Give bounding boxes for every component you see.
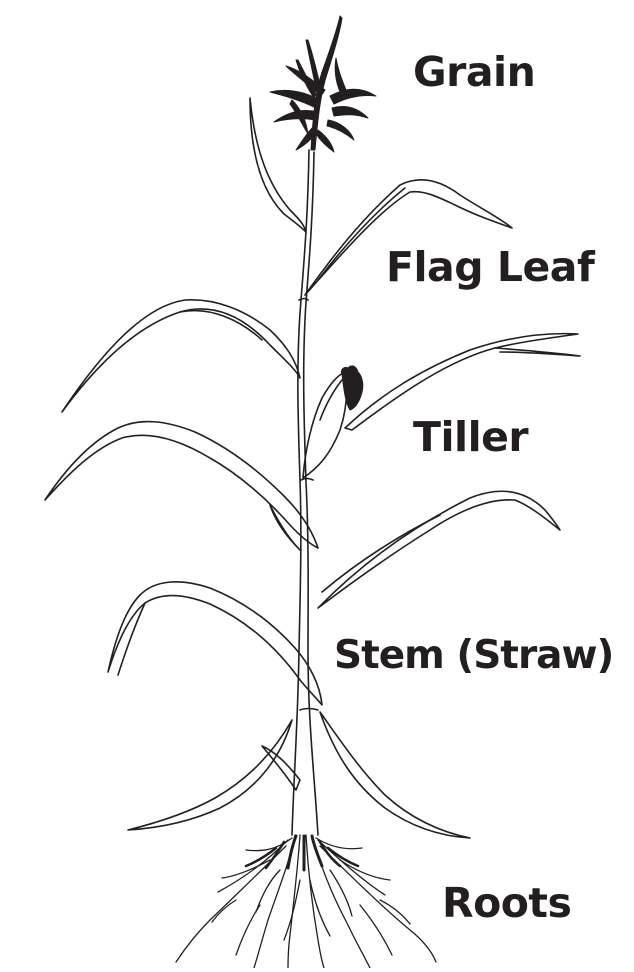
label-grain: Grain (413, 52, 535, 93)
label-flag-leaf: Flag Leaf (386, 247, 594, 288)
right-lower-leaf (318, 491, 560, 608)
tiller (303, 366, 363, 478)
stem (292, 150, 318, 835)
left-lower-leaf (108, 582, 322, 705)
base-leaves (128, 712, 470, 838)
label-roots: Roots (442, 883, 571, 924)
left-middle-leaf (45, 422, 318, 550)
grain-head (270, 16, 376, 152)
left-upper-leaf (62, 300, 300, 412)
label-stem: Stem (Straw) (334, 636, 613, 675)
label-tiller: Tiller (413, 417, 528, 458)
roots (176, 835, 436, 968)
